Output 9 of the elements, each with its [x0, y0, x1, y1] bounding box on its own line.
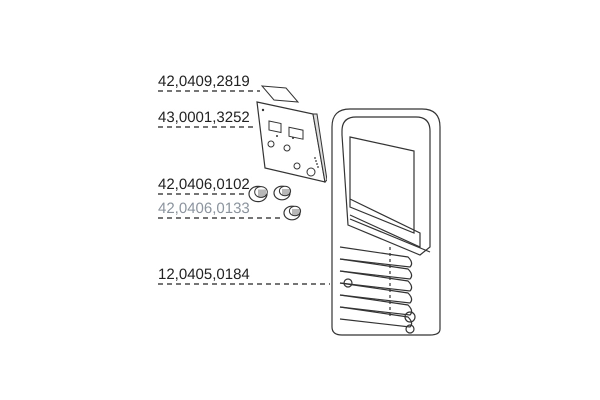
part-number: 42,0406,0102: [158, 177, 250, 193]
leader-line: [158, 90, 260, 92]
leader-line: [158, 126, 255, 128]
part-number: 42,0406,0133: [158, 201, 250, 217]
part-number: 43,0001,3252: [158, 110, 250, 126]
part-number: 42,0409,2819: [158, 74, 250, 90]
leader-line: [158, 283, 330, 285]
leader-line: [158, 217, 282, 219]
part-number: 12,0405,0184: [158, 267, 250, 283]
